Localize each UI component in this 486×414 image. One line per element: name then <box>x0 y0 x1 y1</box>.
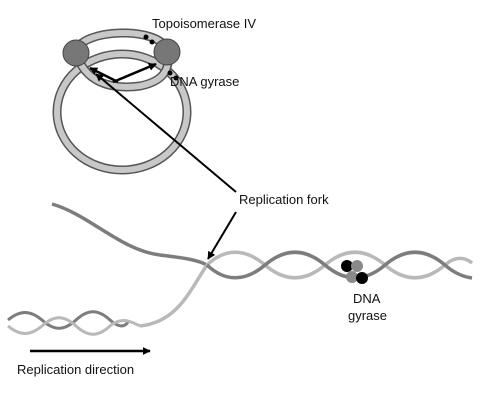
linear-dna <box>7 202 474 336</box>
gyrase-subunit <box>346 271 358 283</box>
topoisomerase-dot <box>143 34 149 40</box>
gyrase-subunit <box>356 272 368 284</box>
gyrase-subunit <box>341 260 353 272</box>
topoisomerase-label: Topoisomerase IV <box>152 16 256 31</box>
upper-parental-strand <box>51 202 208 267</box>
dna-gyrase-top-label: DNA gyrase <box>170 74 239 89</box>
lower-parental-strand <box>139 264 209 328</box>
fork-direction-arrow-right <box>112 62 157 84</box>
gyrase-subunit <box>351 260 363 272</box>
fork-pointer-arrow-bottom <box>207 211 237 260</box>
left-duplex-light <box>7 316 141 336</box>
dna-gyrase-bottom-label-line1: DNA <box>353 291 381 306</box>
left-duplex-dark <box>7 310 130 330</box>
dna-gyrase-bottom-label-line2: gyrase <box>348 308 387 323</box>
fork-pointer-arrow-top <box>95 73 237 193</box>
topoisomerase-dot <box>149 39 155 45</box>
replication-direction-label: Replication direction <box>17 362 134 377</box>
circular-chromosome <box>52 28 192 175</box>
replication-fork-label: Replication fork <box>239 192 329 207</box>
fork-node-right <box>153 38 181 66</box>
inner-loop-fill <box>72 30 172 90</box>
gyrase-dot <box>167 70 173 76</box>
fork-node-left <box>62 39 90 67</box>
outer-loop-fill <box>54 51 190 173</box>
gyrase-dot <box>173 75 179 81</box>
